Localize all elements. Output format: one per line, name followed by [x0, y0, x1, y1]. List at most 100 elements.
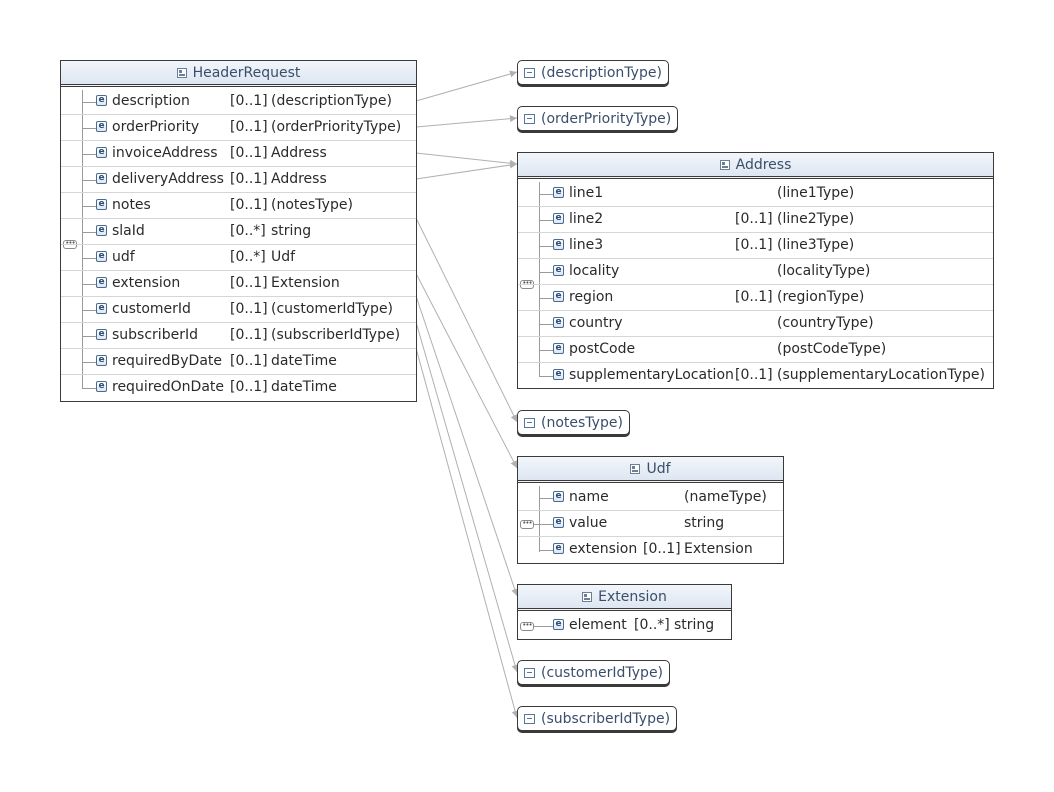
element-icon: e [96, 173, 107, 184]
element-row-country[interactable]: e country (countryType) [518, 311, 993, 337]
element-icon: e [96, 225, 107, 236]
link-order-priority [415, 117, 518, 128]
element-row-value[interactable]: e value string [518, 511, 783, 537]
element-row-supplementary-location[interactable]: e supplementaryLocation [0..1] (suppleme… [518, 363, 993, 389]
tree-branch [82, 336, 96, 337]
element-type: string [674, 617, 715, 633]
element-type: (regionType) [777, 289, 865, 305]
element-row-extension[interactable]: e extension [0..1] Extension [61, 271, 416, 297]
element-type: Address [271, 145, 327, 161]
element-icon: e [96, 121, 107, 132]
tree-branch [539, 550, 553, 551]
element-type: (customerIdType) [271, 301, 394, 317]
element-type: (supplementaryLocationType) [777, 367, 985, 383]
element-row-customer-id[interactable]: e customerId [0..1] (customerIdType) [61, 297, 416, 323]
tree-branch [82, 102, 96, 103]
element-row-name[interactable]: e name (nameType) [518, 485, 783, 511]
element-icon: e [96, 147, 107, 158]
element-cardinality: [0..1] [230, 171, 268, 187]
element-icon: e [553, 317, 564, 328]
element-row-description[interactable]: e description [0..1] (descriptionType) [61, 89, 416, 115]
element-cardinality: [0..1] [643, 541, 681, 557]
simple-type-name: (subscriberIdType) [541, 710, 671, 727]
element-type: string [684, 515, 725, 531]
simple-type-icon [524, 713, 535, 724]
simple-type-notes[interactable]: (notesType) [517, 410, 630, 435]
element-type: (localityType) [777, 263, 871, 279]
address-title: Address [735, 156, 792, 173]
element-icon: e [553, 491, 564, 502]
element-row-sla-id[interactable]: e slaId [0..*] string [61, 219, 416, 245]
element-icon: e [553, 239, 564, 250]
element-cardinality: [0..1] [230, 275, 268, 291]
header-request-title: HeaderRequest [192, 64, 301, 81]
element-row-order-priority[interactable]: e orderPriority [0..1] (orderPriorityTyp… [61, 115, 416, 141]
simple-type-customer-id[interactable]: (customerIdType) [517, 660, 671, 685]
element-row-delivery-address[interactable]: e deliveryAddress [0..1] Address [61, 167, 416, 193]
element-icon: e [553, 619, 564, 630]
tree-line [539, 486, 540, 552]
udf-title: Udf [646, 460, 671, 477]
element-cardinality: [0..1] [230, 379, 268, 395]
simple-type-order-priority[interactable]: (orderPriorityType) [517, 106, 679, 131]
element-row-subscriber-id[interactable]: e subscriberId [0..1] (subscriberIdType) [61, 323, 416, 349]
element-row-udf[interactable]: e udf [0..*] Udf [61, 245, 416, 271]
element-type: Address [271, 171, 327, 187]
simple-type-name: (orderPriorityType) [541, 110, 672, 127]
element-row-notes[interactable]: e notes [0..1] (notesType) [61, 193, 416, 219]
sequence-icon[interactable]: ••• [520, 520, 534, 529]
tree-branch [539, 272, 553, 273]
element-icon: e [553, 517, 564, 528]
element-row-line3[interactable]: e line3 [0..1] (line3Type) [518, 233, 993, 259]
element-row-required-by-date[interactable]: e requiredByDate [0..1] dateTime [61, 349, 416, 375]
element-row-line2[interactable]: e line2 [0..1] (line2Type) [518, 207, 993, 233]
tree-branch [82, 128, 96, 129]
complex-type-address[interactable]: Address ••• e line1 (line1Type) e line2 … [517, 152, 994, 389]
element-cardinality: [0..1] [230, 301, 268, 317]
simple-type-icon [524, 113, 535, 124]
element-type: (line3Type) [777, 237, 855, 253]
element-name: line1 [569, 185, 604, 201]
tree-branch [539, 350, 553, 351]
element-type: dateTime [271, 379, 337, 395]
element-icon: e [96, 251, 107, 262]
element-name: region [569, 289, 614, 305]
simple-type-subscriber-id[interactable]: (subscriberIdType) [517, 706, 678, 731]
complex-type-extension[interactable]: Extension ••• e element [0..*] string [517, 584, 732, 640]
element-row-locality[interactable]: e locality (localityType) [518, 259, 993, 285]
complex-type-udf[interactable]: Udf ••• e name (nameType) e value string… [517, 456, 784, 564]
element-row-line1[interactable]: e line1 (line1Type) [518, 181, 993, 207]
element-row-region[interactable]: e region [0..1] (regionType) [518, 285, 993, 311]
element-type: (descriptionType) [271, 93, 392, 109]
element-name: orderPriority [112, 119, 200, 135]
element-cardinality: [0..*] [230, 223, 266, 239]
element-icon: e [96, 329, 107, 340]
element-cardinality: [0..1] [735, 211, 773, 227]
element-row-element[interactable]: e element [0..*] string [518, 613, 731, 639]
tree-branch [82, 362, 96, 363]
element-row-extension[interactable]: e extension [0..1] Extension [518, 537, 783, 563]
element-row-required-on-date[interactable]: e requiredOnDate [0..1] dateTime [61, 375, 416, 401]
tree-line [82, 90, 83, 388]
tree-branch [82, 258, 96, 259]
link-delivery-address-arrowhead [509, 161, 517, 169]
element-name: country [569, 315, 623, 331]
element-type: (subscriberIdType) [271, 327, 401, 343]
element-type: (line2Type) [777, 211, 855, 227]
complex-type-header-request[interactable]: HeaderRequest ••• e description [0..1] (… [60, 60, 417, 402]
link-delivery-address [415, 163, 518, 180]
link-extension [415, 295, 518, 597]
element-name: extension [112, 275, 181, 291]
element-name: supplementaryLocation [569, 367, 734, 383]
element-type: (line1Type) [777, 185, 855, 201]
tree-branch [82, 284, 96, 285]
udf-title-bar: Udf [518, 457, 783, 483]
simple-type-description[interactable]: (descriptionType) [517, 60, 669, 85]
element-name: slaId [112, 223, 145, 239]
element-row-post-code[interactable]: e postCode (postCodeType) [518, 337, 993, 363]
sequence-icon[interactable]: ••• [520, 622, 534, 631]
element-row-invoice-address[interactable]: e invoiceAddress [0..1] Address [61, 141, 416, 167]
element-type: (nameType) [684, 489, 767, 505]
element-type: string [271, 223, 312, 239]
link-invoice-address-arrowhead [509, 159, 517, 167]
